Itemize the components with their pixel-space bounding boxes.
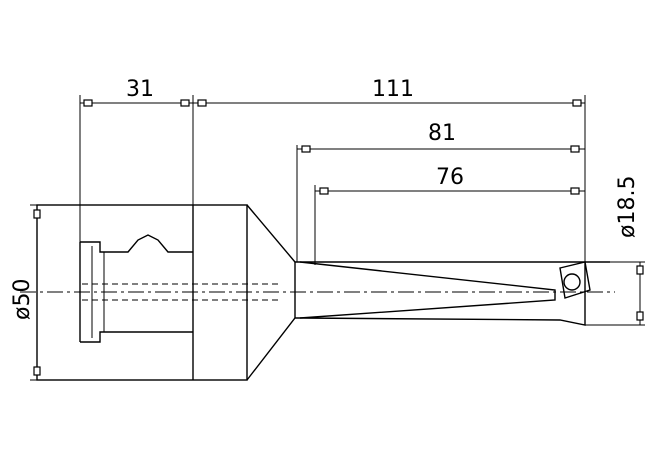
dim-label-shank-diameter: ø50: [10, 279, 35, 320]
dim-arrow: [572, 99, 582, 107]
dim-arrow: [570, 145, 580, 153]
taper-outline: [246, 204, 586, 381]
dimension-81: 81: [296, 121, 585, 262]
clamp-groove-top: [80, 234, 193, 253]
dim-arrow: [636, 265, 644, 275]
dim-arrow: [301, 145, 311, 153]
dim-arrow: [33, 366, 41, 376]
clamp-groove-bottom: [80, 331, 193, 343]
cutting-insert: [559, 261, 591, 299]
dim-arrow: [83, 99, 93, 107]
dim-label-overall-length: 111: [372, 77, 414, 102]
dim-arrow: [570, 187, 580, 195]
dim-arrow: [636, 311, 644, 321]
dim-label-shank-length: 31: [126, 77, 154, 102]
dimension-76: 76: [314, 165, 585, 265]
insert-screw: [563, 273, 581, 291]
flute-line: [299, 261, 556, 319]
dim-arrow: [180, 99, 190, 107]
dim-arrow: [33, 209, 41, 219]
dimension-diameter-18-5: ø18.5: [585, 176, 645, 326]
dimension-diameter-50: ø50: [10, 204, 41, 381]
dim-label-body-length: 81: [428, 121, 456, 146]
dimension-111: 111: [193, 77, 586, 262]
dimension-31: 31: [79, 77, 194, 242]
dim-arrow: [319, 187, 329, 195]
drill-body: [246, 204, 610, 381]
dim-arrow: [197, 99, 207, 107]
dim-label-drill-diameter: ø18.5: [615, 176, 640, 238]
dim-label-flute-length: 76: [436, 165, 464, 190]
